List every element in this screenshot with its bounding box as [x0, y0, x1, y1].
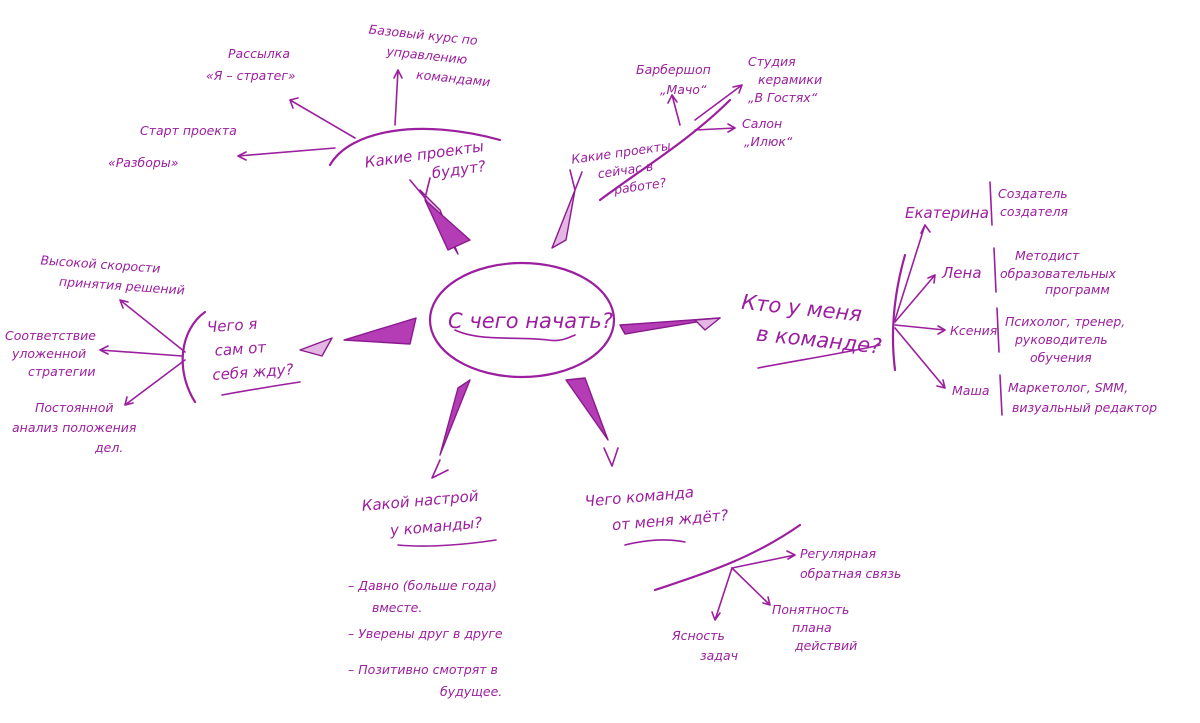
branch-title: Чего команда от меня ждёт?: [584, 480, 729, 536]
connector: [894, 224, 931, 321]
mood-list: – Давно (больше года) вместе. – Уверены …: [348, 578, 507, 699]
branch-projects-were: Какие проекты будут? Рассылка «Я – страт…: [108, 22, 502, 182]
mood-item: будущее.: [440, 684, 502, 699]
arrow-head-down-left: [431, 459, 449, 479]
branch-title: Чего я сам от себя жду?: [206, 312, 294, 384]
branch-curve: [653, 523, 802, 592]
center-underline: [454, 329, 576, 342]
connector: [731, 550, 796, 569]
member-divider: [999, 374, 1003, 416]
leaf-text: Рассылка «Я – стратег»: [206, 46, 296, 83]
mood-item: вместе.: [372, 600, 422, 615]
connector: [124, 359, 186, 406]
wedge-right: [619, 317, 721, 335]
member-divider: [996, 307, 1000, 353]
mood-item: – Давно (больше года): [348, 578, 497, 593]
mood-item: – Уверены друг в друге: [348, 626, 503, 641]
connector: [289, 97, 356, 139]
leaf-text: Высокой скорости принятия решений: [39, 252, 187, 297]
team-member-role: Создатель создателя: [998, 186, 1072, 219]
branch-spine: [891, 253, 907, 372]
wedge-up-left-arrowhead: [424, 199, 471, 251]
branch-projects-now: Какие проекты сейчас в работе? Барбершоп…: [570, 54, 826, 202]
branch-mood: Какой настрой у команды? – Давно (больше…: [348, 486, 507, 699]
team-member-name: Екатерина: [905, 204, 989, 222]
team-member-name: Ксения: [950, 323, 998, 338]
team-member-role: Маркетолог, SMM, визуальный редактор: [1008, 380, 1157, 415]
branch-expect: Чего команда от меня ждёт? Регулярная об…: [584, 480, 901, 663]
connector: [711, 567, 733, 621]
wedge-down-left: [439, 379, 471, 456]
center-node: С чего начать?: [428, 261, 616, 379]
branch-curve: [598, 98, 732, 202]
member-divider: [989, 181, 993, 226]
wedge-right-tip: [694, 317, 721, 331]
connector: [237, 147, 336, 161]
connector: [99, 345, 183, 357]
title-underline: [397, 539, 497, 547]
branch-title: Какой настрой у команды?: [361, 486, 486, 541]
leaf-text: Соответствие уложенной стратегии: [5, 328, 100, 379]
wedge-left: [343, 317, 417, 345]
leaf-text: Постоянной анализ положения дел.: [12, 400, 140, 455]
connector: [393, 69, 403, 126]
wedge-down-right: [565, 377, 609, 441]
leaf-text: Салон „Илюк“: [742, 116, 793, 149]
leaf-text: Барбершоп „Мачо“: [636, 62, 715, 97]
center-wedges: [299, 169, 721, 479]
branch-team: Кто у меня в команде? Екатерина Создател…: [740, 181, 1157, 416]
arrow-head-up-right: [569, 169, 583, 191]
connector: [694, 123, 736, 133]
branch-title: Какие проекты сейчас в работе?: [570, 137, 680, 202]
mood-item: – Позитивно смотрят в: [348, 662, 498, 677]
team-member-name: Маша: [952, 383, 990, 398]
leaf-text: Ясность задач: [671, 628, 738, 663]
center-oval: [428, 261, 616, 379]
team-member-role: Методист образовательных программ: [1000, 248, 1120, 297]
wedge-left-tip: [299, 337, 333, 357]
connector: [894, 274, 936, 323]
leaf-text: Старт проекта «Разборы»: [108, 123, 241, 170]
connector: [667, 94, 681, 126]
center-text: С чего начать?: [448, 309, 613, 333]
connector: [894, 327, 946, 389]
team-member-role: Психолог, тренер, руководитель обучения: [1005, 314, 1129, 365]
title-underline: [221, 381, 301, 396]
team-member-name: Лена: [941, 264, 982, 282]
title-underline: [757, 344, 881, 369]
arrow-head-up-left: [409, 177, 431, 199]
arrow-head-down-right: [603, 447, 619, 467]
connector: [694, 84, 743, 121]
connector: [119, 299, 186, 353]
leaf-text: Регулярная обратная связь: [800, 546, 901, 581]
title-underline: [624, 539, 686, 546]
leaf-text: Понятность плана действий: [772, 602, 857, 653]
branch-curve: [181, 310, 207, 404]
wedge-up-right: [551, 189, 576, 249]
member-divider: [993, 247, 997, 293]
connector: [731, 567, 771, 606]
leaf-text: Базовый курс по управлению командами: [364, 22, 495, 90]
leaf-text: Студия керамики „В Гостях“: [748, 54, 826, 105]
branch-self: Чего я сам от себя жду? Высокой скорости…: [5, 252, 301, 455]
connector: [894, 324, 946, 335]
branch-curve: [328, 127, 502, 167]
